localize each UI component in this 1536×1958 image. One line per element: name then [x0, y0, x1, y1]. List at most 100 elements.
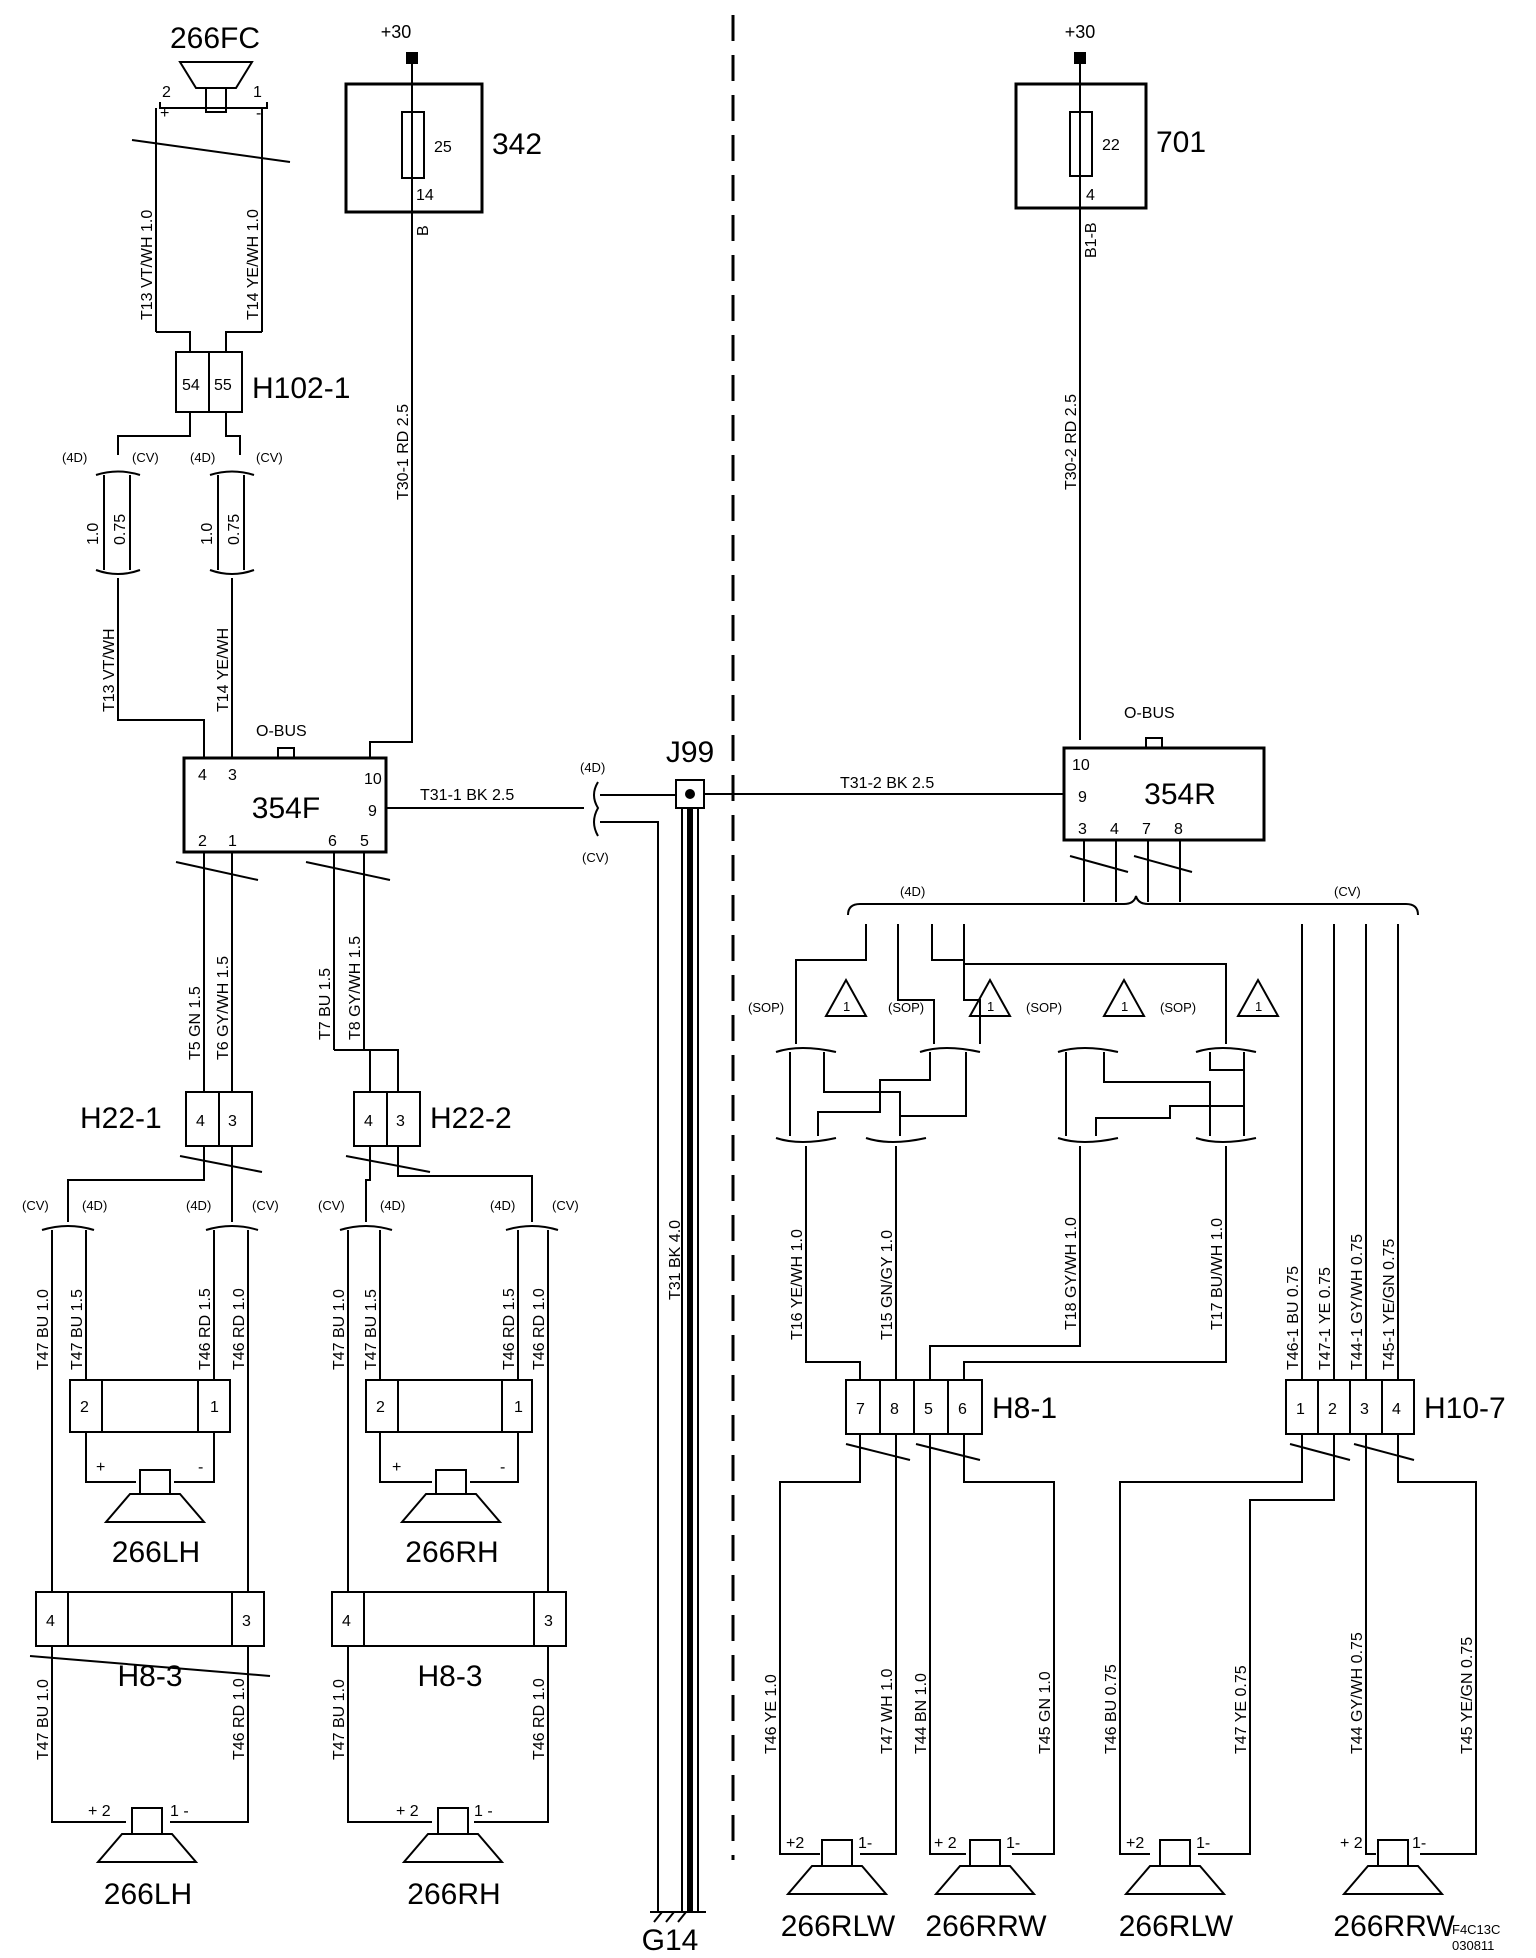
variant-splice-top: (4D) (CV) (4D) (CV) — [62, 412, 283, 575]
svg-text:4: 4 — [198, 767, 207, 784]
doc-date: 030811 — [1452, 1938, 1494, 1953]
obus-label-right: O-BUS — [1124, 705, 1175, 722]
svg-text:1 -: 1 - — [474, 1803, 493, 1820]
connector-h10-7-label: H10-7 — [1424, 1392, 1506, 1425]
connector-h22-1: 4 3 H22-1 — [80, 1091, 253, 1147]
svg-text:(CV): (CV) — [252, 1198, 279, 1213]
wire-t30-1: T30-1 RD 2.5 — [395, 404, 412, 500]
fuse-701: +30 22 4 701 B1-B — [1014, 22, 1206, 740]
speaker-266rlw-1-label: 266RLW — [781, 1910, 896, 1943]
connector-h22-1-label: H22-1 — [80, 1102, 162, 1135]
fuse-342: +30 25 14 342 B — [344, 22, 542, 700]
svg-text:+2: +2 — [1126, 1835, 1144, 1852]
svg-text:1: 1 — [253, 84, 262, 101]
wire-t31-1: T31-1 BK 2.5 — [420, 787, 514, 804]
speaker-266fc: 266FC 2 1 + - — [131, 22, 291, 332]
svg-text:(4D): (4D) — [490, 1198, 515, 1213]
svg-text:14: 14 — [416, 187, 434, 204]
speaker-266rlw-2: +2 1- 266RLW — [1119, 1835, 1234, 1943]
sop-option-2: (SOP) 1 — [888, 977, 1012, 1053]
amplifier-354r[interactable]: 354R O-BUS 10 9 3 4 7 8 — [1062, 705, 1266, 842]
wire-t13-mid: T13 VT/WH — [101, 628, 118, 712]
svg-text:1.0: 1.0 — [85, 523, 102, 545]
amplifier-354f[interactable]: 354F O-BUS 4 3 10 9 2 1 6 5 — [182, 723, 388, 854]
svg-text:T47 BU 1.0: T47 BU 1.0 — [35, 1679, 52, 1760]
svg-text:T45-1 YE/GN 0.75: T45-1 YE/GN 0.75 — [1381, 1239, 1398, 1370]
svg-text:T44 BN 1.0: T44 BN 1.0 — [913, 1673, 930, 1754]
svg-text:3: 3 — [242, 1613, 251, 1630]
svg-text:(4D): (4D) — [82, 1198, 107, 1213]
svg-text:7: 7 — [1142, 821, 1151, 838]
svg-text:(4D): (4D) — [186, 1198, 211, 1213]
speaker-266rh-upper: 2 1 + - 266RH — [365, 1379, 533, 1569]
svg-text:(CV): (CV) — [318, 1198, 345, 1213]
svg-text:8: 8 — [890, 1401, 899, 1418]
wire-t8: T8 GY/WH 1.5 — [347, 936, 364, 1040]
wire-t14-top: T14 YE/WH 1.0 — [245, 209, 262, 320]
svg-text:1 -: 1 - — [170, 1803, 189, 1820]
svg-text:T47 BU 1.5: T47 BU 1.5 — [363, 1289, 380, 1370]
speaker-266rh-lower: + 2 1 - 266RH — [347, 1776, 549, 1911]
svg-text:(CV): (CV) — [1334, 884, 1361, 899]
amplifier-354r-label: 354R — [1144, 778, 1216, 811]
wire-t31-ground: T31 BK 4.0 — [667, 1220, 684, 1300]
wire-t13-top: T13 VT/WH 1.0 — [139, 210, 156, 320]
svg-text:(4D): (4D) — [190, 450, 215, 465]
variant-splice-ground: (4D) (CV) — [580, 760, 685, 1912]
speaker-266lh-upper-label: 266LH — [112, 1536, 200, 1569]
connector-h102-1: 54 55 H102-1 — [156, 331, 350, 434]
svg-text:-: - — [198, 1459, 203, 1476]
svg-text:T46 RD 1.0: T46 RD 1.0 — [531, 1678, 548, 1760]
svg-text:9: 9 — [368, 803, 377, 820]
wire-t17: T17 BU/WH 1.0 — [1209, 1218, 1226, 1330]
wire-t15: T15 GN/GY 1.0 — [879, 1230, 896, 1340]
svg-text:T45 YE/GN 0.75: T45 YE/GN 0.75 — [1459, 1637, 1476, 1754]
svg-text:1-: 1- — [858, 1835, 872, 1852]
svg-text:2: 2 — [376, 1399, 385, 1416]
svg-text:(CV): (CV) — [22, 1198, 49, 1213]
svg-text:7: 7 — [856, 1401, 865, 1418]
speaker-266rh-lower-label: 266RH — [407, 1878, 500, 1911]
svg-text:(4D): (4D) — [380, 1198, 405, 1213]
wire-t16: T16 YE/WH 1.0 — [789, 1229, 806, 1340]
svg-text:3: 3 — [396, 1113, 405, 1130]
connector-h102-1-label: H102-1 — [252, 372, 350, 405]
variant-splice-rh: (CV) (4D) (4D) (CV) — [318, 1146, 579, 1231]
svg-text:T46 RD 1.0: T46 RD 1.0 — [231, 1288, 248, 1370]
svg-text:10: 10 — [1072, 757, 1090, 774]
svg-text:T47 BU 1.0: T47 BU 1.0 — [331, 1289, 348, 1370]
svg-text:4: 4 — [1086, 187, 1095, 204]
svg-text:3: 3 — [1360, 1401, 1369, 1418]
fuse-342-label: 342 — [492, 128, 542, 161]
svg-text:1: 1 — [228, 833, 237, 850]
svg-text:(SOP): (SOP) — [888, 1000, 924, 1015]
speaker-266lh-lower-label: 266LH — [104, 1878, 192, 1911]
svg-text:6: 6 — [958, 1401, 967, 1418]
svg-text:T46 RD 1.5: T46 RD 1.5 — [197, 1288, 214, 1370]
obus-label-left: O-BUS — [256, 723, 307, 740]
svg-text:T46 RD 1.5: T46 RD 1.5 — [501, 1288, 518, 1370]
svg-text:1-: 1- — [1006, 1835, 1020, 1852]
svg-text:T47 BU 1.5: T47 BU 1.5 — [69, 1289, 86, 1370]
svg-text:1.0: 1.0 — [199, 523, 216, 545]
svg-text:4: 4 — [196, 1113, 205, 1130]
speaker-266rlw-2-label: 266RLW — [1119, 1910, 1234, 1943]
svg-text:2: 2 — [80, 1399, 89, 1416]
svg-text:+: + — [96, 1459, 105, 1476]
svg-text:(CV): (CV) — [256, 450, 283, 465]
speaker-266lh-upper: 2 1 + - 266LH — [69, 1379, 231, 1569]
svg-text:25: 25 — [434, 139, 452, 156]
svg-text:T44-1 GY/WH 0.75: T44-1 GY/WH 0.75 — [1349, 1234, 1366, 1370]
svg-text:4: 4 — [1110, 821, 1119, 838]
svg-text:(CV): (CV) — [132, 450, 159, 465]
svg-text:3: 3 — [544, 1613, 553, 1630]
svg-text:+ 2: + 2 — [1340, 1835, 1363, 1852]
svg-text:1-: 1- — [1196, 1835, 1210, 1852]
speaker-266rrw-1: + 2 1- 266RRW — [925, 1835, 1047, 1943]
svg-text:0.75: 0.75 — [112, 514, 129, 545]
svg-text:B1-B: B1-B — [1083, 222, 1100, 258]
svg-text:1: 1 — [1255, 999, 1262, 1014]
svg-text:1: 1 — [514, 1399, 523, 1416]
svg-text:T45 GN 1.0: T45 GN 1.0 — [1037, 1671, 1054, 1754]
svg-text:T46-1 BU 0.75: T46-1 BU 0.75 — [1285, 1266, 1302, 1370]
